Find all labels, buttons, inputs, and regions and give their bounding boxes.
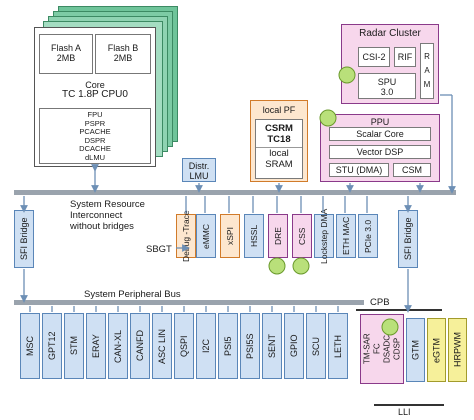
csrm-label: CSRM — [265, 123, 293, 134]
spb-bus — [14, 300, 364, 305]
lockstep-icons — [268, 66, 399, 336]
lli-line — [374, 404, 444, 406]
flash-a-size: 2MB — [56, 53, 76, 63]
spb-label: System Peripheral Bus — [84, 289, 181, 300]
spu-version: 3.0 — [380, 87, 394, 97]
sri-bus — [14, 190, 456, 195]
local-pf-block: local PF CSRM TC18 local SRAM — [250, 100, 308, 182]
flash-a-label: Flash A — [50, 43, 81, 53]
flash-a-block: Flash A 2MB — [39, 34, 93, 74]
core-item: PCACHE — [79, 127, 111, 136]
core-item: dLMU — [84, 152, 105, 162]
ram-letter: M — [423, 80, 431, 89]
tc18-label: TC18 — [267, 134, 291, 145]
ram-letter: A — [424, 66, 430, 75]
sri-line3: without bridges — [70, 221, 134, 232]
scalar-core-block: Scalar Core — [329, 127, 431, 141]
core-block: Core TC 1.8P CPU0 — [39, 80, 151, 106]
cpb-line — [356, 309, 442, 311]
lmu-label: LMU — [189, 171, 209, 181]
csi2-block: CSI-2 — [358, 47, 390, 67]
sri-line1: System Resource — [70, 199, 145, 210]
cpb-label: CPB — [370, 297, 390, 308]
core-item: FPU — [87, 110, 103, 119]
spu-label: SPU — [377, 77, 397, 87]
flash-b-label: Flash B — [107, 43, 139, 53]
core-item: DSPR — [84, 135, 106, 145]
radar-title: Radar Cluster — [359, 28, 421, 39]
sri-line2: Interconnect — [70, 210, 123, 221]
flash-b-block: Flash B 2MB — [95, 34, 151, 74]
core-item: DCACHE — [79, 144, 111, 153]
stu-dma-block: STU (DMA) — [329, 163, 389, 177]
ppu-block: PPU Scalar Core Vector DSP STU (DMA) CSM — [320, 114, 440, 182]
sram-label: SRAM — [265, 159, 293, 170]
flash-b-size: 2MB — [113, 53, 133, 63]
core-item: PSPR — [84, 118, 106, 128]
vector-dsp-block: Vector DSP — [329, 145, 431, 159]
csrm-block: CSRM TC18 local SRAM — [255, 119, 303, 179]
lli-label: LLI — [398, 407, 411, 417]
core-name: TC 1.8P CPU0 — [62, 89, 128, 100]
distr-lmu-block: Distr. LMU — [182, 158, 216, 182]
sbgt-label: SBGT — [146, 244, 172, 255]
spu-block: SPU 3.0 — [358, 73, 416, 99]
csm-block: CSM — [393, 163, 431, 177]
distr-label: Distr. — [188, 161, 210, 171]
ppu-title: PPU — [370, 117, 390, 127]
core-title: Core — [85, 80, 105, 90]
ram-letter: R — [424, 52, 430, 61]
sri-label: System Resource Interconnect without bri… — [70, 199, 190, 232]
local-label: local — [256, 147, 302, 159]
local-pf-title: local PF — [262, 105, 296, 115]
cpu-main-box: Flash A 2MB Flash B 2MB Core TC 1.8P CPU… — [34, 27, 156, 167]
rif-block: RIF — [394, 47, 416, 67]
